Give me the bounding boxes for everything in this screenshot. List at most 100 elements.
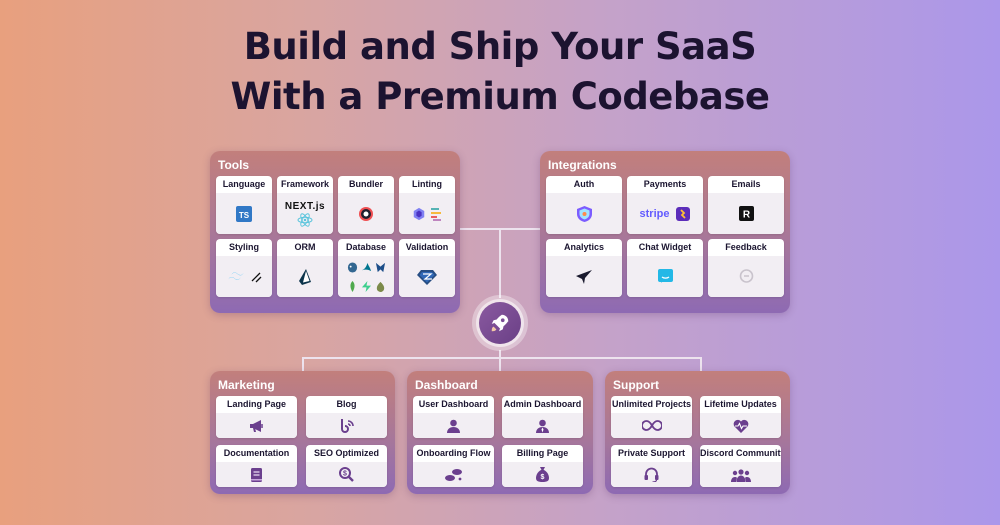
card-label: SEO Optimized [313, 448, 379, 458]
card-label: Feedback [725, 242, 767, 252]
support-card-private-support[interactable]: Private Support [611, 445, 692, 487]
blog-icon [340, 419, 354, 433]
community-icon [730, 468, 751, 482]
integrations-panel: Integrations Auth Payments stripe Emails… [540, 151, 790, 313]
tool-card-bundler[interactable]: Bundler [338, 176, 394, 234]
marketing-panel: Marketing Landing Page Blog Documentatio… [210, 371, 395, 494]
postgres-icon [347, 261, 357, 273]
card-label: Analytics [563, 242, 605, 252]
card-label: Lifetime Updates [704, 399, 777, 409]
card-label: Discord Community [700, 448, 781, 458]
dashboard-card-admin-dashboard[interactable]: Admin Dashboard [502, 396, 583, 438]
mysql-icon [361, 262, 371, 271]
tools-panel: Tools Language TS Framework NEXT.js Bund… [210, 151, 460, 313]
connector-bottom-vertical [499, 350, 501, 358]
dashboard-card-onboarding-flow[interactable]: Onboarding Flow [413, 445, 494, 487]
tool-card-orm[interactable]: ORM [277, 239, 333, 297]
integration-card-emails[interactable]: Emails R [708, 176, 784, 234]
connector-marketing [302, 357, 304, 373]
shadcn-icon [251, 272, 261, 282]
infinity-icon [641, 420, 662, 431]
connector-top-horizontal [460, 228, 542, 230]
tool-card-validation[interactable]: Validation [399, 239, 455, 297]
card-label: Unlimited Projects [611, 399, 692, 409]
connector-bottom-horizontal [302, 357, 702, 359]
card-label: Auth [573, 179, 595, 189]
integration-card-feedback[interactable]: Feedback [708, 239, 784, 297]
supabase-icon [361, 280, 371, 292]
user-icon [447, 419, 460, 433]
dashboard-panel: Dashboard User Dashboard Admin Dashboard… [407, 371, 593, 494]
connector-dashboard [499, 357, 501, 373]
mongodb-icon [349, 280, 355, 292]
book-icon [251, 467, 262, 482]
dashboard-card-billing-page[interactable]: Billing Page $ [502, 445, 583, 487]
tool-card-styling[interactable]: Styling [216, 239, 272, 297]
shield-icon [576, 205, 592, 222]
drizzle-icon [376, 281, 384, 292]
admin-icon [536, 419, 549, 433]
svg-text:TS: TS [239, 211, 250, 220]
typescript-icon: TS [236, 205, 252, 222]
tools-title: Tools [218, 158, 250, 172]
zod-icon [417, 269, 437, 285]
card-label: Database [345, 242, 387, 252]
react-icon [297, 212, 313, 227]
integration-card-chat-widget[interactable]: Chat Widget [627, 239, 703, 297]
prisma-icon [298, 268, 311, 285]
card-label: User Dashboard [418, 399, 489, 409]
tool-card-framework[interactable]: Framework NEXT.js [277, 176, 333, 234]
card-label: Payments [643, 179, 687, 189]
card-label: Validation [405, 242, 449, 252]
tailwind-icon [228, 272, 243, 280]
card-label: Documentation [223, 448, 290, 458]
integration-card-payments[interactable]: Payments stripe [627, 176, 703, 234]
support-card-lifetime-updates[interactable]: Lifetime Updates [700, 396, 781, 438]
resend-icon: R [738, 206, 754, 221]
integrations-title: Integrations [548, 158, 617, 172]
card-label: Private Support [617, 448, 685, 458]
card-label: Framework [280, 179, 330, 189]
analytics-icon [576, 269, 592, 284]
rocket-icon [479, 302, 521, 344]
turso-icon [375, 262, 385, 272]
tool-card-database[interactable]: Database [338, 239, 394, 297]
eslint-icon [413, 207, 424, 220]
card-label: Billing Page [516, 448, 569, 458]
integration-card-auth[interactable]: Auth [546, 176, 622, 234]
marketing-card-blog[interactable]: Blog [306, 396, 387, 438]
onboarding-icon [444, 468, 462, 481]
bundler-icon [359, 206, 373, 221]
dashboard-title: Dashboard [415, 378, 478, 392]
support-card-discord-community[interactable]: Discord Community [700, 445, 781, 487]
heartbeat-icon [733, 419, 748, 433]
card-label: Bundler [348, 179, 383, 189]
card-label: Landing Page [226, 399, 286, 409]
support-card-unlimited-projects[interactable]: Unlimited Projects [611, 396, 692, 438]
integration-card-analytics[interactable]: Analytics [546, 239, 622, 297]
card-label: ORM [294, 242, 316, 252]
svg-text:$: $ [343, 471, 347, 478]
tool-card-language[interactable]: Language TS [216, 176, 272, 234]
marketing-card-documentation[interactable]: Documentation [216, 445, 297, 487]
headset-icon [644, 467, 659, 482]
marketing-card-seo-optimized[interactable]: SEO Optimized $ [306, 445, 387, 487]
card-label: Linting [412, 179, 442, 189]
money-bag-icon: $ [536, 467, 549, 482]
marketing-card-landing-page[interactable]: Landing Page [216, 396, 297, 438]
connector-support [700, 357, 702, 373]
card-label: Language [222, 179, 266, 189]
svg-text:R: R [742, 210, 750, 221]
headline-line-1: Build and Ship Your SaaS [243, 25, 757, 68]
chat-icon [657, 269, 673, 283]
card-label: Blog [336, 399, 357, 409]
feedback-icon [739, 268, 753, 283]
rocket-badge [472, 295, 528, 351]
card-label: Emails [731, 179, 761, 189]
nextjs-icon: NEXT.js [284, 200, 326, 212]
connector-top-vertical [499, 228, 501, 298]
card-label: Chat Widget [638, 242, 692, 252]
dashboard-card-user-dashboard[interactable]: User Dashboard [413, 396, 494, 438]
stripe-icon: stripe [639, 207, 670, 220]
tool-card-linting[interactable]: Linting [399, 176, 455, 234]
